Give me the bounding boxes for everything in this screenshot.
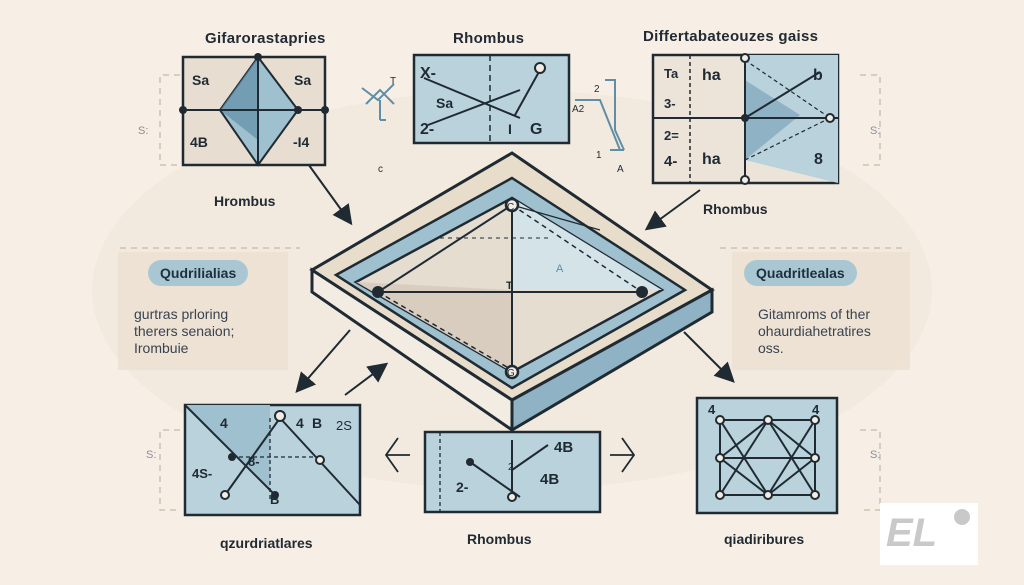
floating-mark-1: 1 bbox=[596, 150, 602, 161]
tr-mark-7: ha bbox=[702, 151, 721, 168]
central-rhombus: C T G A bbox=[309, 151, 715, 433]
small-arrows bbox=[384, 437, 636, 473]
panel-bottom-left: 4 4 B 2S 4S- 8- B bbox=[183, 403, 362, 517]
bl-mark-4: 2S bbox=[336, 418, 352, 433]
tl-mark-2: Sa bbox=[294, 72, 311, 88]
title-top-center: Rhombus bbox=[453, 30, 525, 47]
tr-mark-6: 4- bbox=[664, 153, 677, 170]
side-mark-4: S: bbox=[870, 449, 880, 461]
br-mark-2: 4 bbox=[812, 402, 820, 417]
left-note-pill: Qudrilialias bbox=[148, 260, 249, 286]
tc-mark-4: G bbox=[530, 121, 542, 138]
title-top-right: Differtabateouzes gaiss bbox=[643, 28, 819, 45]
center-mark-g: G bbox=[507, 368, 515, 379]
label-top-right-panel: Rhombus bbox=[703, 201, 768, 217]
bl-mark-3: B bbox=[312, 415, 322, 431]
logo: EL bbox=[880, 503, 978, 565]
bc-mark-4: 2 bbox=[508, 462, 514, 473]
side-mark-2: S: bbox=[870, 125, 880, 137]
center-mark-a: A bbox=[556, 263, 564, 275]
bc-mark-1: 4B bbox=[554, 439, 573, 456]
tl-mark-4: -I4 bbox=[293, 134, 310, 150]
bc-mark-3: 4B bbox=[540, 471, 559, 488]
bc-mark-2: 2- bbox=[456, 479, 469, 495]
tr-mark-2: ha bbox=[702, 67, 721, 84]
right-note-pill: Quadritlealas bbox=[744, 260, 857, 286]
label-bottom-left-panel: qzurdriatlares bbox=[220, 535, 313, 551]
tc-mark-5: I bbox=[508, 121, 512, 137]
tr-mark-4: 3- bbox=[664, 96, 676, 111]
floating-mark-c: c bbox=[378, 164, 383, 175]
bl-mark-6: 8- bbox=[248, 454, 260, 469]
floating-sketch-right bbox=[575, 79, 625, 151]
tc-mark-3: 2- bbox=[420, 121, 434, 138]
side-mark-1: S: bbox=[138, 125, 148, 137]
bl-mark-1: 4 bbox=[220, 415, 228, 431]
label-top-left-panel: Hrombus bbox=[214, 193, 276, 209]
tr-mark-1: Ta bbox=[664, 66, 679, 81]
panel-top-right: Ta ha b 3- 2= 4- ha 8 bbox=[651, 53, 840, 185]
right-note-text: Gitamroms of ther ohaurdiahetratires oss… bbox=[758, 306, 871, 356]
background-dashed-guides bbox=[120, 74, 905, 511]
floating-mark-a: A bbox=[617, 164, 624, 175]
tl-mark-1: Sa bbox=[192, 72, 209, 88]
tc-mark-2: Sa bbox=[436, 95, 453, 111]
panel-bottom-center: 4B 2- 4B 2 bbox=[423, 430, 602, 514]
side-mark-3: S: bbox=[146, 449, 156, 461]
logo-text: EL bbox=[886, 511, 938, 555]
floating-sketch-left bbox=[361, 83, 395, 121]
tr-mark-3: b bbox=[813, 67, 823, 84]
panel-top-center: X- Sa 2- G I bbox=[412, 53, 571, 145]
bl-mark-7: B bbox=[270, 492, 279, 507]
panel-top-left: Sa Sa 4B -I4 bbox=[179, 53, 329, 167]
panel-bottom-right: 4 4 bbox=[695, 396, 839, 515]
title-top-left: Gifarorastapries bbox=[205, 30, 326, 47]
left-note-text: gurtras prloring therers senaion; Irombu… bbox=[134, 306, 235, 356]
tr-mark-8: 8 bbox=[814, 151, 823, 168]
bl-mark-2: 4 bbox=[296, 415, 304, 431]
bl-mark-5: 4S- bbox=[192, 466, 212, 481]
label-bottom-right-panel: qiadiribures bbox=[724, 531, 805, 547]
label-bottom-center-panel: Rhombus bbox=[467, 531, 532, 547]
center-mark-t: T bbox=[506, 280, 513, 292]
floating-mark-2: 2 bbox=[594, 84, 600, 95]
floating-mark-t: T bbox=[390, 76, 396, 87]
br-mark-1: 4 bbox=[708, 402, 716, 417]
logo-dot-icon bbox=[954, 509, 970, 525]
tc-mark-1: X- bbox=[420, 65, 436, 82]
floating-mark-a2: A2 bbox=[572, 104, 585, 115]
center-mark-c: C bbox=[507, 202, 514, 213]
tr-mark-5: 2= bbox=[664, 128, 679, 143]
tl-mark-3: 4B bbox=[190, 134, 208, 150]
